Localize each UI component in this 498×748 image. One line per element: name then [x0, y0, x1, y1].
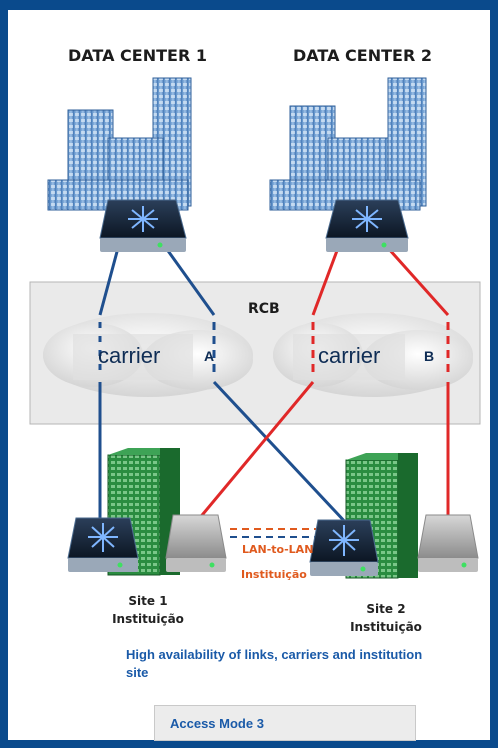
diagram-caption: High availability of links, carriers and…	[126, 647, 423, 680]
carrier-b-label: carrier	[318, 343, 381, 368]
carrier-a-marker: A	[204, 348, 215, 364]
office-building-icon	[269, 77, 427, 211]
router-icon	[67, 517, 139, 572]
carrier-b-links	[196, 246, 450, 525]
site-1-name: Site 1	[128, 594, 168, 608]
site-1-institution: Instituição	[112, 612, 184, 626]
rcb-label: RCB	[248, 301, 280, 317]
site-2-name: Site 2	[366, 602, 406, 616]
router-icon	[417, 514, 479, 572]
lan-to-lan-link	[230, 528, 318, 538]
data-center-1-title: DATA CENTER 1	[68, 46, 207, 65]
carrier-a-links	[98, 247, 350, 527]
router-icon	[325, 199, 409, 252]
data-center-2-title: DATA CENTER 2	[293, 46, 432, 65]
router-icon	[309, 519, 379, 576]
carrier-a-label: carrier	[98, 343, 161, 368]
site-2-institution: Instituição	[350, 620, 422, 634]
site-2-label: Site 2 Instituição	[346, 600, 426, 636]
access-mode-label: Access Mode 3	[170, 716, 264, 731]
access-mode-box: Access Mode 3	[154, 705, 416, 741]
site-1-label: Site 1 Instituição	[108, 592, 188, 628]
router-icon	[165, 514, 227, 572]
diagram-frame: DATA CENTER 1 DATA CENTER 2 RCB carrier …	[8, 10, 490, 741]
office-building-icon	[47, 77, 192, 211]
network-diagram	[29, 77, 481, 579]
lan-to-lan-label: LAN-to-LAN	[242, 543, 314, 556]
carrier-b-marker: B	[424, 348, 435, 364]
router-icon	[99, 199, 187, 252]
cloud-icon	[43, 313, 253, 397]
lan-institution-label: Instituição	[241, 568, 307, 581]
